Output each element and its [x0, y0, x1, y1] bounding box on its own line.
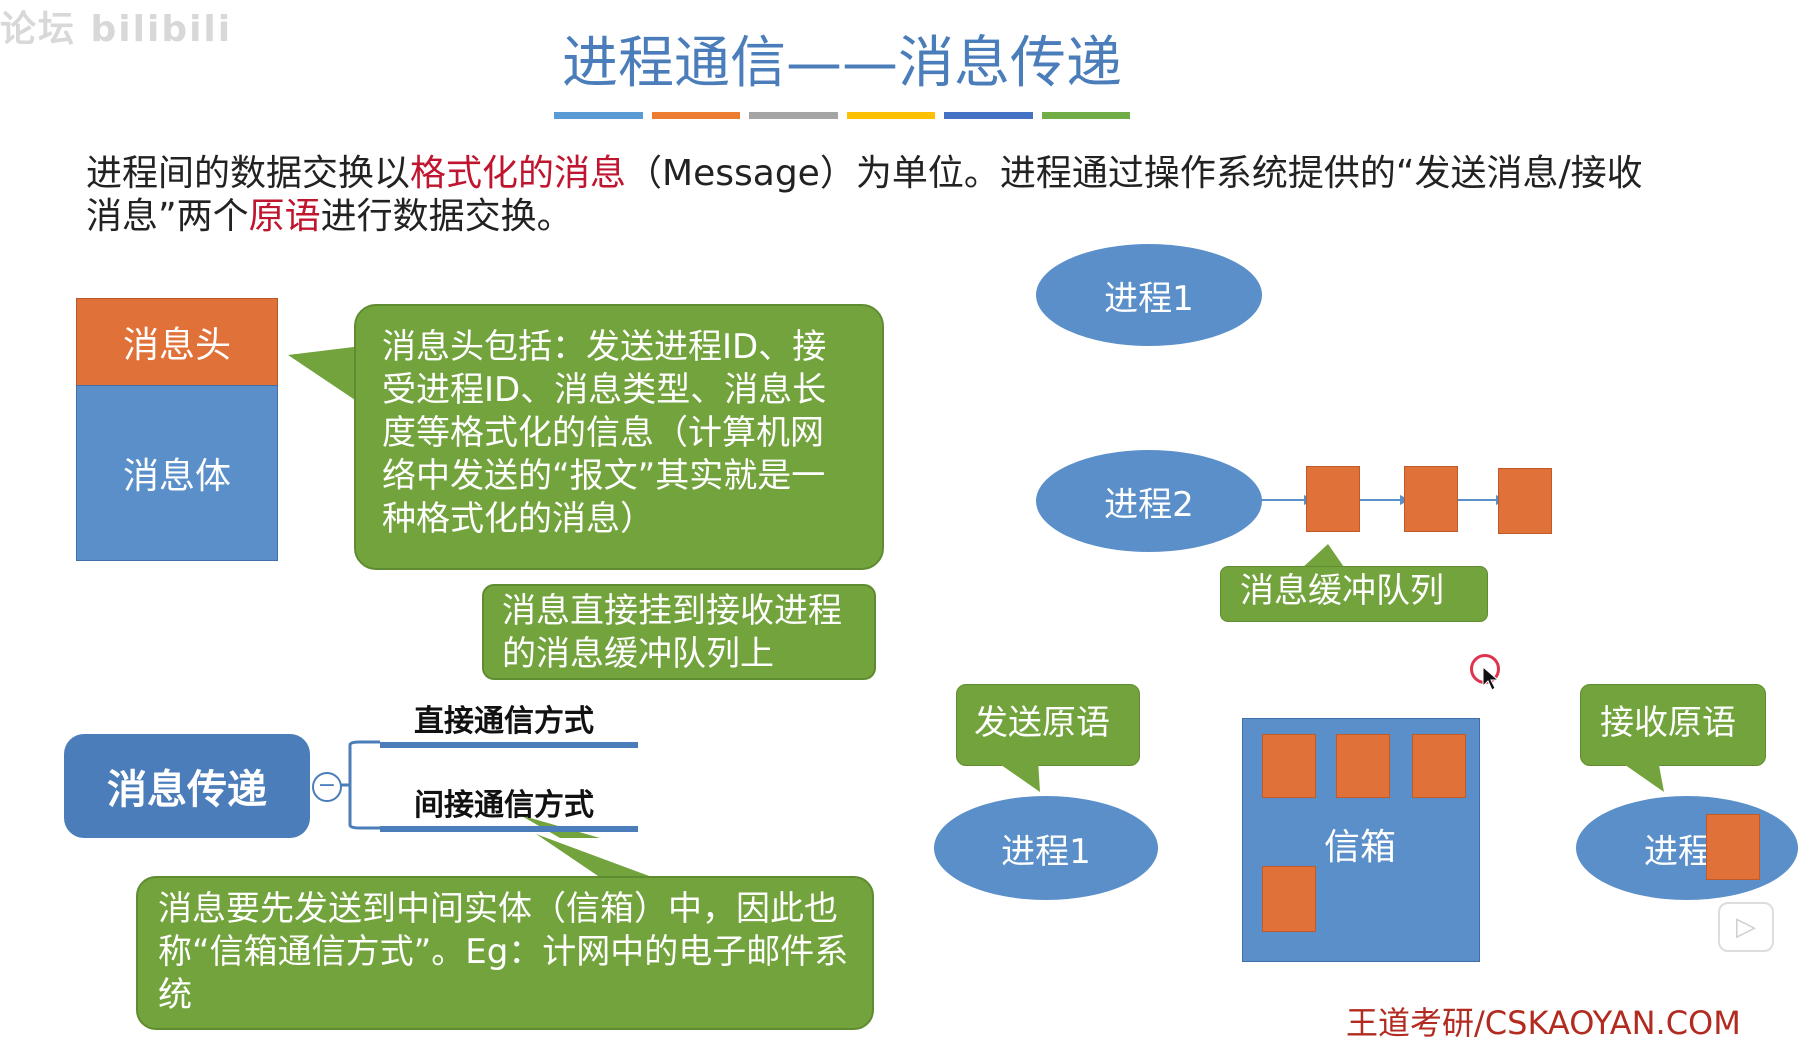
mouse-pointer-icon	[1482, 666, 1500, 691]
intro-highlight-primitive: 原语	[248, 196, 321, 237]
queue-label-pointer	[1300, 544, 1346, 570]
message-body-block: 消息体	[76, 385, 278, 561]
callout-indirect	[136, 876, 874, 1030]
callout-indirect-text: 消息要先发送到中间实体（信箱）中，因此也称“信箱通信方式”。Eg：计网中的电子邮…	[158, 889, 849, 1015]
receive-primitive-pointer	[1618, 760, 1664, 792]
intro-paragraph: 进程间的数据交换以格式化的消息（Message）为单位。进程通过操作系统提供的“…	[86, 152, 1666, 238]
intro-text-1: 进程间的数据交换以	[86, 153, 411, 194]
mailbox-label: 信箱	[1323, 827, 1396, 868]
play-icon[interactable]: ▷	[1718, 902, 1774, 952]
process-2: 进程2	[1036, 450, 1262, 552]
queue-message-3	[1498, 468, 1552, 534]
queue-label-text: 消息缓冲队列	[1240, 571, 1444, 611]
mindmap-root-message-passing[interactable]: 消息传递	[64, 734, 310, 838]
message-header-block: 消息头	[76, 298, 278, 386]
title-bar-5	[944, 112, 1033, 119]
callout-direct-text: 消息直接挂到接收进程的消息缓冲队列上	[502, 591, 842, 674]
queue-label-box	[1220, 566, 1488, 622]
title-color-bars	[554, 112, 1130, 119]
mindmap-branch-direct[interactable]: 直接通信方式	[414, 704, 594, 739]
mindmap-connector	[340, 740, 380, 830]
receive-primitive-box	[1580, 684, 1766, 766]
callout-header-info	[354, 304, 884, 570]
collapse-toggle-icon[interactable]: −	[312, 772, 342, 802]
queue-arrows	[1260, 495, 1506, 505]
callout-direct	[482, 584, 876, 680]
send-primitive-pointer	[994, 760, 1040, 792]
process-right: 进程	[1576, 796, 1798, 900]
queue-message-2	[1404, 466, 1458, 532]
mailbox-message-2	[1336, 734, 1390, 798]
title-bar-6	[1041, 112, 1130, 119]
intro-highlight-message: 格式化的消息	[410, 153, 627, 194]
intro-text-3: 进行数据交换。	[320, 196, 573, 237]
queue-message-1	[1306, 466, 1360, 532]
title-bar-1	[554, 112, 643, 119]
send-primitive-box	[956, 684, 1140, 766]
title-bar-4	[846, 112, 935, 119]
mailbox-message-4	[1262, 866, 1316, 932]
callout-indirect-pointer	[536, 834, 660, 880]
process-1-top: 进程1	[1036, 244, 1262, 346]
page-title: 进程通信——消息传递	[562, 31, 1122, 96]
process-right-message	[1706, 814, 1760, 880]
process-1-bottom: 进程1	[934, 796, 1158, 900]
title-bar-3	[749, 112, 838, 119]
mindmap-branch-indirect[interactable]: 间接通信方式	[414, 788, 594, 823]
branch-indirect-underline	[380, 826, 638, 832]
callout-header-text: 消息头包括：发送进程ID、接受进程ID、消息类型、消息长度等格式化的信息（计算机…	[382, 327, 827, 539]
intro-text-2: （Message）为单位。进程通过操作系统提供的“发送消息/接收消息”两个	[86, 153, 1643, 237]
watermark-logo: 论坛 bilibili	[0, 9, 233, 50]
mailbox-message-1	[1262, 734, 1316, 798]
footer-brand: 王道考研/CSKAOYAN.COM	[1346, 1004, 1741, 1042]
receive-primitive-text: 接收原语	[1600, 703, 1736, 743]
title-bar-2	[651, 112, 740, 119]
mailbox-message-3	[1412, 734, 1466, 798]
branch-direct-underline	[380, 742, 638, 748]
send-primitive-text: 发送原语	[974, 703, 1110, 743]
